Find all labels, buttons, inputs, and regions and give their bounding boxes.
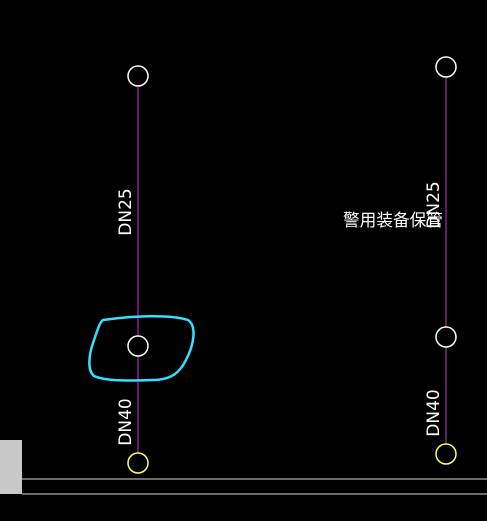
circle-node-icon[interactable] bbox=[435, 56, 457, 78]
left-pipe-lower-label: DN40 bbox=[116, 398, 136, 445]
left-edge-block bbox=[0, 440, 22, 494]
right-pipe-group[interactable]: DN25 DN40 bbox=[424, 56, 457, 465]
equipment-room-annotation: 警用装备保管 bbox=[343, 211, 443, 231]
left-pipe-group[interactable]: DN25 DN40 bbox=[116, 65, 149, 474]
right-pipe-lower-label: DN40 bbox=[424, 389, 444, 436]
circle-endpoint-icon[interactable] bbox=[435, 443, 457, 465]
circle-endpoint-icon[interactable] bbox=[127, 452, 149, 474]
circle-node-icon[interactable] bbox=[127, 335, 149, 357]
circle-node-icon[interactable] bbox=[435, 326, 457, 348]
left-pipe-upper-label: DN25 bbox=[116, 188, 136, 235]
freehand-highlight-icon bbox=[88, 315, 195, 382]
right-pipe-upper-label: DN25 bbox=[424, 181, 444, 228]
circle-node-icon[interactable] bbox=[127, 65, 149, 87]
